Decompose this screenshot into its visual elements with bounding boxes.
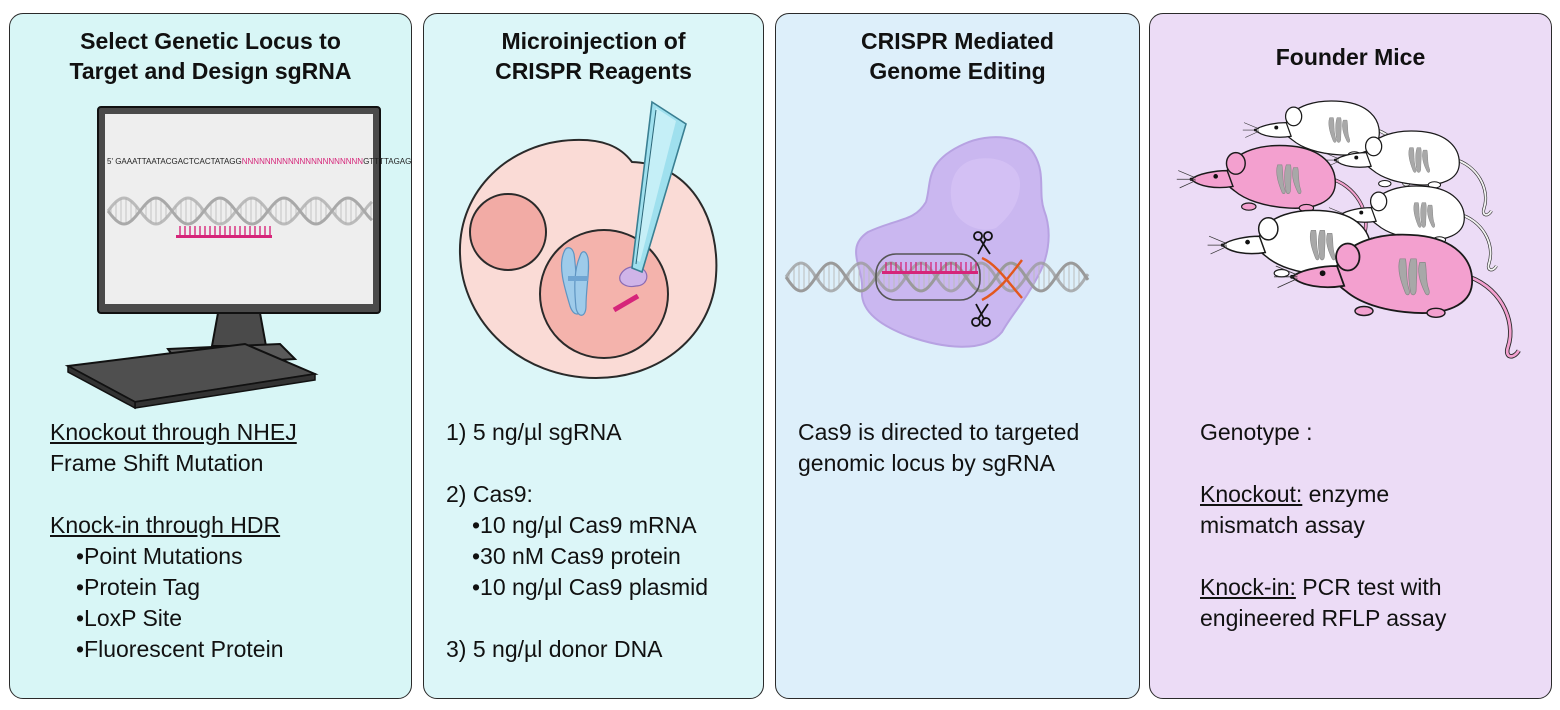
knockin-item: •Fluorescent Protein [76, 636, 284, 662]
sgrna-fragment [612, 293, 640, 313]
mouse-icon [1273, 233, 1521, 359]
panel-design-sgrna: Select Genetic Locus to Target and Desig… [9, 13, 412, 699]
sgrna-guide-box [875, 253, 981, 301]
mouse-icon [1327, 185, 1498, 272]
knockout-label: Knockout: [1200, 481, 1303, 507]
polar-body [469, 193, 547, 271]
sgrna-icon [176, 226, 272, 238]
panel-title: Microinjection of CRISPR Reagents [495, 28, 692, 84]
scissors-icon [973, 231, 993, 255]
injection-needle-icon [631, 100, 687, 274]
genotype-label: Genotype : [1200, 419, 1313, 445]
knockin-item: •Point Mutations [76, 543, 243, 569]
genetic-modifications: Knockout through NHEJ Frame Shift Mutati… [50, 417, 297, 665]
chromosome-icon [560, 247, 590, 316]
panel-title: CRISPR Mediated Genome Editing [861, 28, 1054, 84]
knockout-text: enzyme [1302, 481, 1390, 507]
mouse-icon [1322, 130, 1493, 217]
knockin-item: •LoxP Site [76, 605, 183, 631]
description-line: Cas9 is directed to targeted [798, 419, 1080, 445]
knockin-item: •Protein Tag [76, 574, 200, 600]
knockin-text: engineered RFLP assay [1200, 605, 1447, 631]
knockout-detail: Frame Shift Mutation [50, 450, 264, 476]
panel-founder-mice: Founder Mice Genotype : Knockout: enzyme… [1149, 13, 1552, 699]
knockout-text: mismatch assay [1200, 512, 1365, 538]
dna-helix-icon [106, 196, 374, 226]
scissors-icon [971, 303, 991, 327]
panel-microinjection: Microinjection of CRISPR Reagents [423, 13, 764, 699]
founder-mice-illustration [1176, 100, 1521, 359]
cut-site-strand [981, 256, 1023, 302]
reagent-list: 1) 5 ng/µl sgRNA 2) Cas9: •10 ng/µl Cas9… [446, 417, 708, 665]
computer-illustration: 5' GAAATTAATACGACTCACTATAGGNNNNNNNNNNNNN… [64, 106, 412, 410]
panel-title: Founder Mice [1275, 44, 1426, 70]
reagent-sgrna: 1) 5 ng/µl sgRNA [446, 419, 622, 445]
cas9-option: •10 ng/µl Cas9 plasmid [472, 574, 709, 600]
cas9-option: •10 ng/µl Cas9 mRNA [472, 512, 697, 538]
reagent-donor: 3) 5 ng/µl donor DNA [446, 636, 663, 662]
knockin-label: Knock-in: [1200, 574, 1296, 600]
cas9-option: •30 nM Cas9 protein [472, 543, 681, 569]
reagent-cas9: 2) Cas9: [446, 481, 533, 507]
screen-sequence: 5' GAAATTAATACGACTCACTATAGGNNNNNNNNNNNNN… [107, 157, 412, 166]
description-line: genomic locus by sgRNA [798, 450, 1055, 476]
panel-title: Select Genetic Locus to Target and Desig… [69, 28, 352, 84]
cas9-editing-illustration [784, 136, 1090, 348]
genotype-info: Genotype : Knockout: enzyme mismatch ass… [1200, 417, 1446, 634]
cas9-protein [855, 136, 1050, 348]
target-dna-icon [784, 261, 1090, 293]
knockin-heading: Knock-in through HDR [50, 512, 281, 538]
panel-genome-editing: CRISPR Mediated Genome Editing [775, 13, 1140, 699]
zygote-injection-illustration [458, 100, 718, 380]
editing-description: Cas9 is directed to targeted genomic loc… [798, 417, 1079, 479]
knockout-heading: Knockout through NHEJ [50, 419, 297, 445]
knockin-text: PCR test with [1295, 574, 1442, 600]
